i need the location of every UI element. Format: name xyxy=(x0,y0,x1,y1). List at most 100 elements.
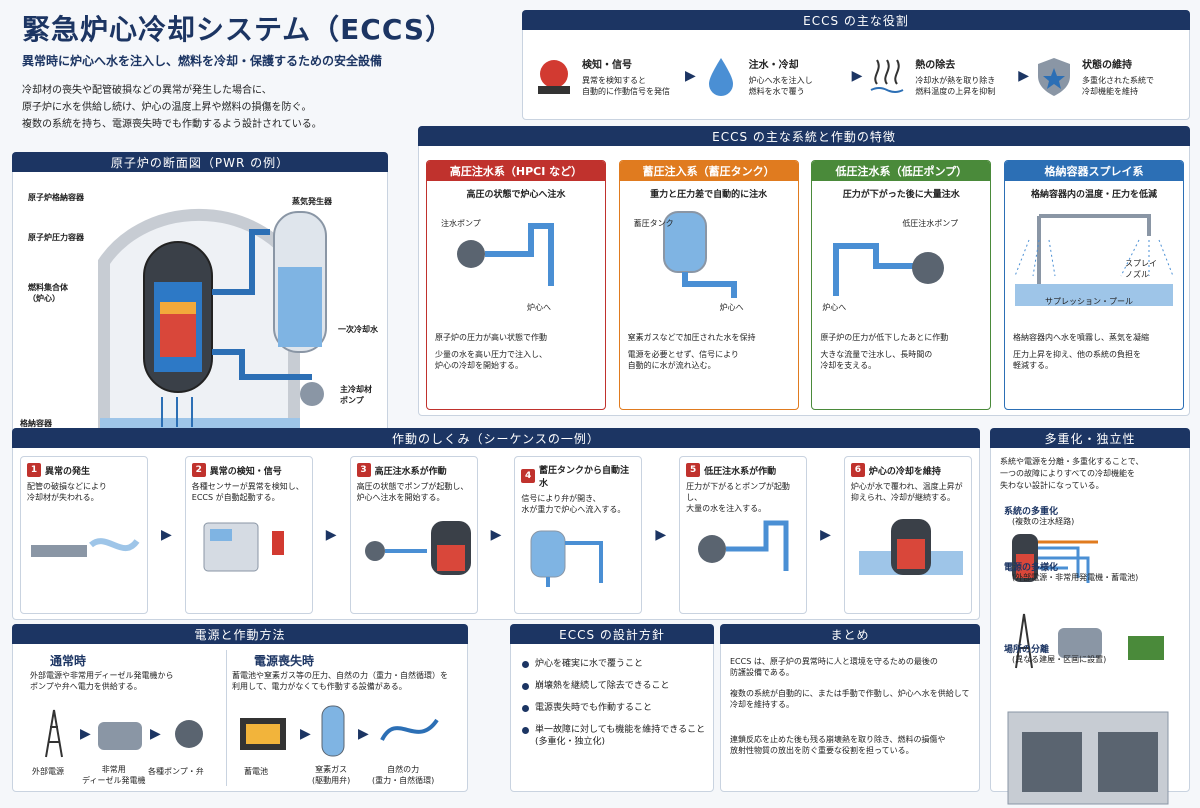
bullet-icon xyxy=(522,727,529,734)
system-desc-2: 電源を必要とせず、信号により 自動的に水が流れ込む。 xyxy=(627,350,739,370)
role-text: 注水・冷却炉心へ水を注入し 燃料を水で覆う xyxy=(749,56,813,97)
redundancy-item-sub: (異なる建屋・区画に設置) xyxy=(1012,655,1107,664)
system-label-1: スプレイ ノズル xyxy=(1124,259,1157,279)
system-title: 高圧注水系（HPCI など） xyxy=(427,161,605,181)
step-number: 3 xyxy=(356,463,371,477)
policy-text: 単一故障に対しても機能を維持できること (多重化・独立化) xyxy=(535,725,706,747)
system-diagram: 注水ポンプ炉心へ xyxy=(427,206,605,326)
label-pump: 主冷却材 ポンプ xyxy=(340,385,372,405)
summary-p2: 複数の系統が自動的に、または手動で作動し、炉心へ水を供給して 冷却を維持する。 xyxy=(730,689,970,709)
redundancy-illustration xyxy=(998,528,1178,588)
role-desc: 多重化された系統で 冷却機能を維持 xyxy=(1081,75,1154,96)
system-title: 蓄圧注入系（蓄圧タンク） xyxy=(619,161,798,181)
system-label-1: 蓄圧タンク xyxy=(633,219,674,228)
role-item: 熱の除去冷却水が熱を取り除き 燃料温度の上昇を抑制 xyxy=(865,36,1015,116)
redundancy-item-title: 系統の多重化 xyxy=(1004,507,1059,517)
step-number: 6 xyxy=(850,463,865,477)
policy-text: 崩壊熱を継続して除去できること xyxy=(535,681,670,691)
redundancy-item-title: 場所の分離 xyxy=(1004,645,1050,655)
role-title: 状態の維持 xyxy=(1081,59,1132,71)
role-item: 検知・信号異常を検知すると 自動的に作動信号を発信 xyxy=(532,36,682,116)
redundancy-item-sub: (外部電源・非常用発電機・蓄電池) xyxy=(1012,573,1139,582)
power-loss-desc: 蓄電池や窒素ガス等の圧力、自然の力（重力・自然循環）を 利用して、電力がなくても… xyxy=(232,671,448,691)
reactor-header: 原子炉の断面図（PWR の例） xyxy=(12,152,388,172)
role-text: 検知・信号異常を検知すると 自動的に作動信号を発信 xyxy=(582,56,670,97)
policy-item: 炉心を確実に水で覆うこと xyxy=(522,658,712,670)
system-diagram: 低圧注水ポンプ炉心へ xyxy=(812,206,990,326)
step-illustration xyxy=(851,511,965,581)
system-desc-1: 窒素ガスなどで加圧された水を保持 xyxy=(627,333,756,342)
policy-list: 炉心を確実に水で覆うこと崩壊熱を継続して除去できること電源喪失時でも作動すること… xyxy=(522,658,712,758)
role-title: 熱の除去 xyxy=(915,59,956,71)
system-label-2: 炉心へ xyxy=(822,303,847,312)
step-illustration xyxy=(27,511,141,581)
system-label-2: 炉心へ xyxy=(527,303,551,312)
power-normal-title: 通常時 xyxy=(50,654,87,668)
power-header: 電源と作動方法 xyxy=(12,624,468,644)
reactor-diagram xyxy=(98,208,327,444)
step-number: 1 xyxy=(27,463,41,477)
redundancy-illustration xyxy=(998,692,1178,808)
power-normal-desc: 外部電源や非常用ディーゼル発電機から ポンプや弁へ電力を供給する。 xyxy=(30,671,174,691)
system-title: 格納容器スプレイ系 xyxy=(1004,161,1183,181)
system-diagram: スプレイ ノズルサプレッション・プール xyxy=(1005,206,1183,326)
step-title: 低圧注水系が作動 xyxy=(704,466,777,477)
power-normal-label-3: 各種ポンプ・弁 xyxy=(148,767,204,776)
bullet-icon xyxy=(522,705,529,712)
power-normal-label-2: 非常用 ディーゼル発電機 xyxy=(82,765,146,785)
label-steam-gen: 蒸気発生器 xyxy=(292,197,332,206)
system-desc-1: 原子炉の圧力が高い状態で作動 xyxy=(435,333,547,342)
step-title: 異常の発生 xyxy=(45,466,91,477)
redundancy-item-sub: (複数の注水経路) xyxy=(1012,517,1075,526)
step-number: 5 xyxy=(686,463,701,477)
alarm-icon xyxy=(532,54,576,98)
system-card: 低圧注水系（低圧ポンプ）圧力が下がった後に大量注水低圧注水ポンプ炉心へ原子炉の圧… xyxy=(811,160,992,410)
step-desc: 炉心が水で覆われ、温度上昇が 抑えられ、冷却が継続する。 xyxy=(850,482,963,502)
page-title: 緊急炉心冷却システム（ECCS） xyxy=(22,13,455,46)
sequence-header: 作動のしくみ（シーケンスの一例） xyxy=(12,428,980,448)
arrow-right-icon: ▶ xyxy=(820,527,831,543)
system-lead: 圧力が下がった後に大量注水 xyxy=(842,190,960,200)
role-text: 熱の除去冷却水が熱を取り除き 燃料温度の上昇を抑制 xyxy=(915,56,995,97)
system-lead: 高圧の状態で炉心へ注水 xyxy=(466,190,566,200)
redundancy-item-title: 電源の多様化 xyxy=(1004,563,1059,573)
label-containment: 原子炉格納容器 xyxy=(28,193,84,202)
power-loss-label-1: 蓄電池 xyxy=(244,767,268,776)
step-illustration xyxy=(357,511,471,581)
role-title: 注水・冷却 xyxy=(748,59,799,71)
arrow-right-icon: ▶ xyxy=(655,527,667,543)
redundancy-intro: 系統や電源を分離・多重化することで、 一つの故障によりすべての冷却機能を 失わな… xyxy=(1000,457,1144,490)
label-pressure-vessel: 原子炉圧力容器 xyxy=(28,233,84,242)
bullet-icon xyxy=(522,661,529,668)
arrow-right-icon: ▶ xyxy=(490,527,502,543)
role-desc: 冷却水が熱を取り除き 燃料温度の上昇を抑制 xyxy=(915,75,996,96)
bullet-icon xyxy=(522,683,529,690)
svg-text:▶: ▶ xyxy=(358,726,369,742)
summary-p3: 連鎖反応を止めた後も残る崩壊熱を取り除き、燃料の損傷や 放射性物質の放出を防ぐ重… xyxy=(730,735,946,755)
systems-list: 高圧注水系（HPCI など） 高圧の状態で炉心へ注水注水ポンプ炉心へ原子炉の圧力が… xyxy=(426,160,1184,410)
step-desc: 各種センサーが異常を検知し、 ECCS が自動起動する。 xyxy=(191,482,304,502)
shield-icon xyxy=(1032,54,1076,98)
step-title: 炉心の冷却を維持 xyxy=(868,466,941,477)
role-text: 状態の維持多重化された系統で 冷却機能を維持 xyxy=(1082,56,1154,97)
role-item: 注水・冷却炉心へ水を注入し 燃料を水で覆う xyxy=(699,36,849,116)
step-number: 2 xyxy=(191,463,206,477)
summary-panel xyxy=(720,624,980,792)
step-illustration xyxy=(521,523,635,593)
step-desc: 高圧の状態でポンプが起動し、 炉心へ注水を開始する。 xyxy=(356,482,469,502)
role-title: 検知・信号 xyxy=(582,59,632,71)
water-drop-icon xyxy=(699,54,743,98)
system-desc-2: 大きな流量で注水し、長時間の 冷却を支える。 xyxy=(820,350,933,370)
power-normal-diagram: ▶ ▶ xyxy=(45,709,203,758)
power-panel xyxy=(12,624,468,792)
system-desc-2: 少量の水を高い圧力で注入し、 炉心の冷却を開始する。 xyxy=(435,350,547,370)
system-lead: 格納容器内の温度・圧力を低減 xyxy=(1030,190,1157,200)
arrow-right-icon: ▶ xyxy=(684,68,696,84)
policy-header: ECCS の設計方針 xyxy=(510,624,714,644)
